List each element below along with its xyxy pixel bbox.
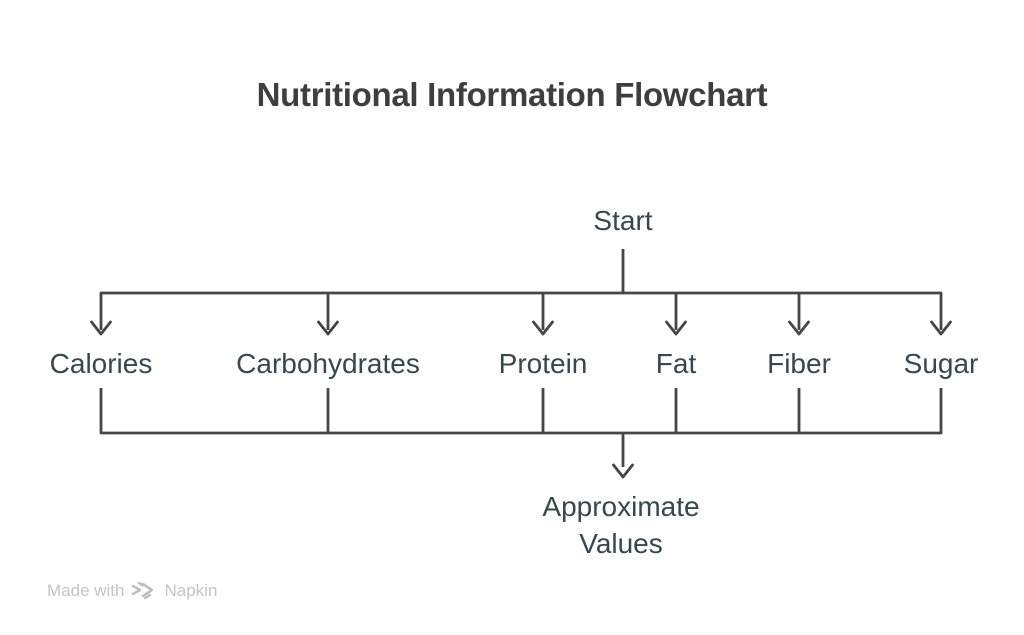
top-rail-line	[99, 291, 943, 330]
bottom-rail-line	[99, 388, 943, 435]
watermark-made-with-text: Made with	[47, 581, 125, 600]
arrowhead-protein	[532, 320, 554, 336]
made-with-napkin-watermark[interactable]: Made with Napkin	[47, 580, 217, 602]
arrowhead-sugar	[930, 320, 952, 336]
node-carbohydrates: Carbohydrates	[236, 348, 420, 379]
node-start: Start	[593, 205, 653, 236]
napkin-logo-icon	[132, 581, 154, 600]
page-title: Nutritional Information Flowchart	[256, 76, 768, 113]
arrowhead-approximate-values	[612, 463, 634, 479]
node-fiber: Fiber	[767, 348, 831, 379]
node-approximate-values: Approximate Values	[542, 491, 700, 559]
watermark-brand-text: Napkin	[164, 581, 218, 600]
arrowhead-carbohydrates	[317, 320, 339, 336]
arrowhead-fat	[665, 320, 687, 336]
node-fat: Fat	[655, 348, 697, 379]
node-sugar: Sugar	[903, 348, 979, 379]
node-calories: Calories	[49, 348, 153, 379]
arrowhead-calories	[90, 320, 112, 336]
arrowhead-fiber	[788, 320, 810, 336]
node-protein: Protein	[498, 348, 588, 379]
